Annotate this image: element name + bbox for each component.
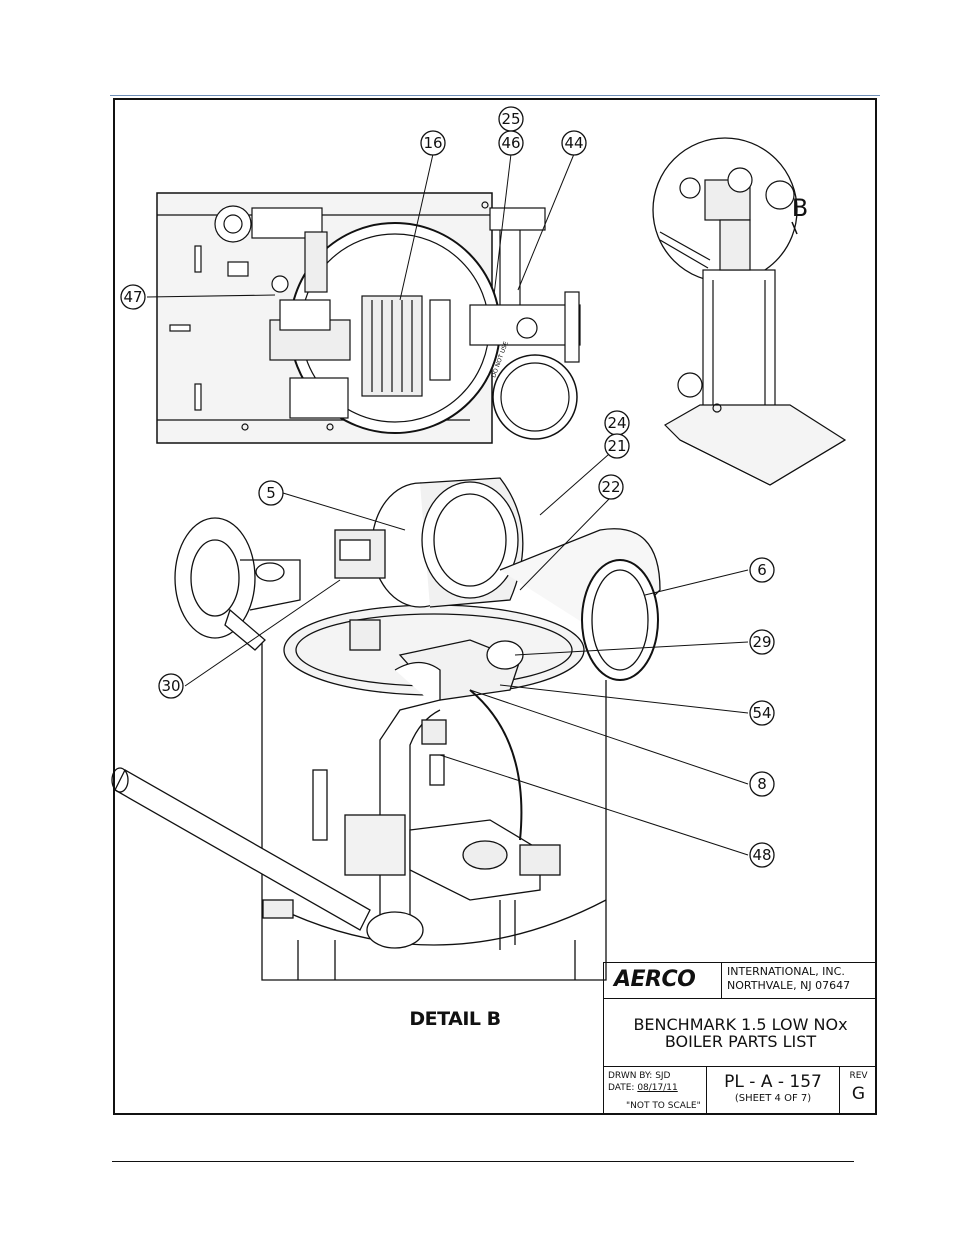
revision-cell: REV G (840, 1067, 877, 1115)
svg-text:54: 54 (752, 704, 771, 722)
svg-text:25: 25 (501, 110, 520, 128)
balloon-47: 47 (121, 285, 145, 309)
drawing-title: BENCHMARK 1.5 LOW NOx BOILER PARTS LIST (604, 999, 877, 1067)
footer-rule (112, 1161, 854, 1162)
drawing-title-line-2: BOILER PARTS LIST (604, 1033, 877, 1050)
company-line-2: NORTHVALE, NJ 07647 (727, 979, 877, 993)
balloon-54: 54 (750, 701, 774, 725)
top-view: DO NOT USE (157, 193, 580, 443)
svg-text:16: 16 (423, 134, 442, 152)
svg-text:48: 48 (752, 846, 771, 864)
balloon-30: 30 (159, 674, 183, 698)
svg-text:8: 8 (757, 775, 767, 793)
svg-text:29: 29 (752, 633, 771, 651)
svg-text:21: 21 (607, 437, 626, 455)
drawn-by: DRWN BY: SJD (608, 1070, 706, 1082)
date-label: DATE: (608, 1083, 637, 1093)
balloon-22: 22 (599, 475, 623, 499)
svg-text:47: 47 (123, 288, 142, 306)
inset-label: B (792, 194, 808, 222)
balloon-8: 8 (750, 772, 774, 796)
date-value: 08/17/11 (637, 1083, 677, 1093)
svg-text:5: 5 (266, 484, 276, 502)
svg-text:22: 22 (601, 478, 620, 496)
balloon-44: 44 (562, 131, 586, 155)
drawn-info: DRWN BY: SJD DATE: 08/17/11 "NOT TO SCAL… (604, 1067, 707, 1115)
title-block: AERCO INTERNATIONAL, INC. NORTHVALE, NJ … (603, 962, 876, 1114)
detail-title: DETAIL B (395, 1008, 515, 1030)
balloon-46: 46 (499, 131, 523, 155)
drawing-number-cell: PL - A - 157 (SHEET 4 OF 7) (707, 1067, 840, 1115)
main-assembly (112, 478, 660, 980)
balloon-16: 16 (421, 131, 445, 155)
inset-view (653, 138, 845, 485)
balloon-6: 6 (750, 558, 774, 582)
rev-label: REV (840, 1071, 877, 1081)
drawn-date: DATE: 08/17/11 (608, 1082, 706, 1094)
balloon-25: 25 (499, 107, 523, 131)
svg-text:30: 30 (161, 677, 180, 695)
svg-text:44: 44 (564, 134, 583, 152)
rev-value: G (840, 1084, 877, 1104)
svg-text:24: 24 (607, 414, 626, 432)
balloon-29: 29 (750, 630, 774, 654)
company-address: INTERNATIONAL, INC. NORTHVALE, NJ 07647 (722, 963, 877, 999)
balloon-24: 24 (605, 411, 629, 435)
balloon-21: 21 (605, 434, 629, 458)
company-line-1: INTERNATIONAL, INC. (727, 965, 877, 979)
company-logo: AERCO (604, 963, 722, 999)
sheet-number: (SHEET 4 OF 7) (707, 1093, 839, 1104)
drawing-number: PL - A - 157 (707, 1072, 839, 1092)
svg-text:46: 46 (501, 134, 520, 152)
balloon-48: 48 (750, 843, 774, 867)
svg-text:6: 6 (757, 561, 767, 579)
scale-note: "NOT TO SCALE" (608, 1100, 706, 1112)
drawing-title-line-1: BENCHMARK 1.5 LOW NOx (604, 1016, 877, 1033)
balloon-5: 5 (259, 481, 283, 505)
